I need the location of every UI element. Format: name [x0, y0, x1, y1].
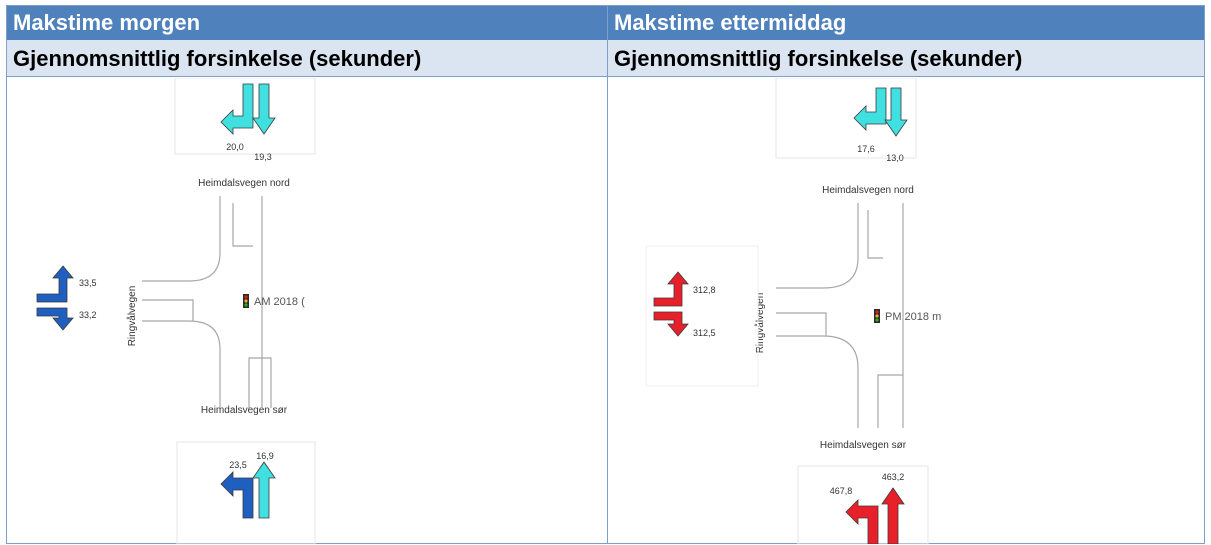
west-left-arrow [653, 271, 689, 307]
south-delay-box [797, 465, 929, 544]
north-straight-delay: 13,0 [886, 153, 904, 163]
north-delay-box [775, 78, 917, 159]
south-left-delay: 467,8 [830, 486, 853, 496]
afternoon-intersection-diagram: 17,6 13,0 Heimdalsvegen nord Heimdalsveg… [645, 78, 941, 544]
south-straight-arrow [252, 461, 276, 519]
west-right-arrow [36, 307, 74, 331]
south-straight-delay: 16,9 [256, 451, 274, 461]
west-right-arrow [653, 311, 689, 337]
comparison-table: Makstime morgen Makstime ettermiddag Gje… [6, 5, 1205, 544]
west-left-arrow [36, 265, 74, 303]
scenario-label: AM 2018 ( [254, 296, 305, 308]
north-straight-arrow [884, 87, 908, 137]
north-delay-box [174, 78, 316, 155]
scenario-label: PM 2018 m [885, 311, 941, 323]
north-straight-arrow [252, 83, 276, 135]
north-left-arrow [220, 83, 254, 135]
road-geometry [776, 203, 904, 428]
afternoon-subtitle: Gjennomsnittlig forsinkelse (sekunder) [608, 40, 1204, 77]
west-road-label: Ringvålvegen [754, 293, 766, 354]
north-road-label: Heimdalsvegen nord [822, 185, 914, 196]
south-left-arrow [845, 499, 879, 544]
west-right-delay: 312,5 [693, 328, 716, 338]
south-straight-arrow [881, 487, 905, 544]
south-road-label: Heimdalsvegen sør [201, 405, 288, 416]
west-right-delay: 33,2 [79, 310, 97, 320]
north-left-delay: 20,0 [226, 142, 244, 152]
afternoon-title: Makstime ettermiddag [608, 6, 1204, 40]
south-left-arrow [220, 471, 254, 519]
road-geometry [142, 196, 272, 408]
west-delay-box [645, 245, 759, 387]
south-left-delay: 23,5 [229, 460, 247, 470]
west-left-delay: 312,8 [693, 285, 716, 295]
morning-intersection-diagram: 20,0 19,3 Heimdalsvegen nord Heimdalsveg… [36, 78, 316, 544]
west-left-delay: 33,5 [79, 278, 97, 288]
north-road-label: Heimdalsvegen nord [198, 178, 290, 189]
west-road-label: Ringvålvegen [126, 286, 138, 347]
north-left-arrow [853, 87, 887, 131]
south-straight-delay: 463,2 [882, 472, 905, 482]
morning-subtitle: Gjennomsnittlig forsinkelse (sekunder) [7, 40, 607, 77]
south-delay-box [176, 441, 316, 544]
north-left-delay: 17,6 [857, 144, 875, 154]
column-divider [607, 6, 608, 543]
north-straight-delay: 19,3 [254, 152, 272, 162]
morning-title: Makstime morgen [7, 6, 607, 40]
south-road-label: Heimdalsvegen sør [820, 440, 907, 451]
